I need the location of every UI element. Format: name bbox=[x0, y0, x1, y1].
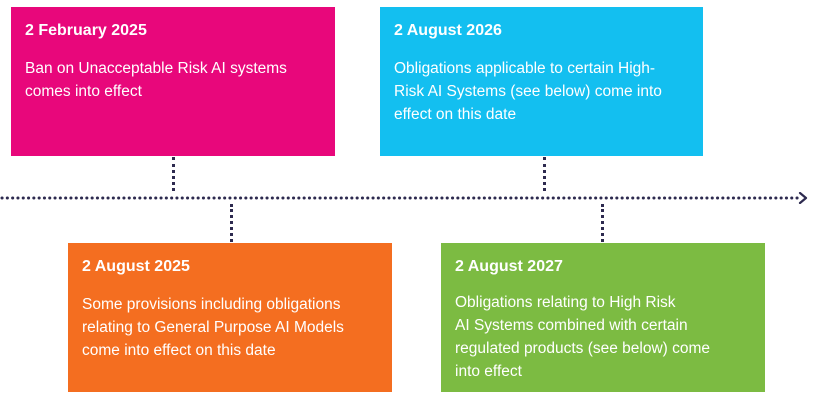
milestone-card-aug-2026: 2 August 2026 Obligations applicable to … bbox=[380, 7, 703, 156]
milestone-date: 2 August 2025 bbox=[82, 258, 190, 275]
milestone-text-line: Obligations relating to High Risk bbox=[455, 294, 676, 311]
connector-feb-2025 bbox=[172, 157, 179, 191]
milestone-card-aug-2025: 2 August 2025 Some provisions including … bbox=[68, 243, 392, 392]
milestone-text-line: AI Systems combined with certain bbox=[455, 317, 688, 334]
milestone-date: 2 August 2026 bbox=[394, 22, 502, 39]
connector-aug-2027 bbox=[601, 204, 608, 242]
milestone-description: Obligations relating to High Risk AI Sys… bbox=[455, 291, 710, 383]
milestone-text-line: regulated products (see below) come bbox=[455, 340, 711, 357]
milestone-text-line: relating to General Purpose AI Models bbox=[82, 319, 344, 336]
milestone-date: 2 August 2027 bbox=[455, 258, 563, 275]
milestone-description: Obligations applicable to certain High- … bbox=[394, 57, 662, 126]
milestone-text-line: come into effect on this date bbox=[82, 342, 276, 359]
connector-aug-2025 bbox=[230, 204, 237, 242]
milestone-text-line: effect on this date bbox=[394, 106, 517, 123]
timeline-axis bbox=[0, 192, 808, 204]
milestone-card-feb-2025: 2 February 2025 Ban on Unacceptable Risk… bbox=[11, 7, 335, 156]
chevron-right-arrow-icon bbox=[798, 192, 808, 204]
milestone-text-line: comes into effect bbox=[25, 83, 142, 100]
milestone-text-line: Some provisions including obligations bbox=[82, 296, 341, 313]
connector-aug-2026 bbox=[543, 157, 550, 191]
milestone-card-aug-2027: 2 August 2027 Obligations relating to Hi… bbox=[441, 243, 765, 392]
milestone-date: 2 February 2025 bbox=[25, 22, 147, 39]
milestone-text-line: into effect bbox=[455, 363, 522, 380]
milestone-text-line: Risk AI Systems (see below) come into bbox=[394, 83, 662, 100]
milestone-description: Ban on Unacceptable Risk AI systems come… bbox=[25, 57, 287, 103]
milestone-description: Some provisions including obligations re… bbox=[82, 293, 344, 362]
milestone-text-line: Ban on Unacceptable Risk AI systems bbox=[25, 60, 287, 77]
milestone-text-line: Obligations applicable to certain High- bbox=[394, 60, 656, 77]
